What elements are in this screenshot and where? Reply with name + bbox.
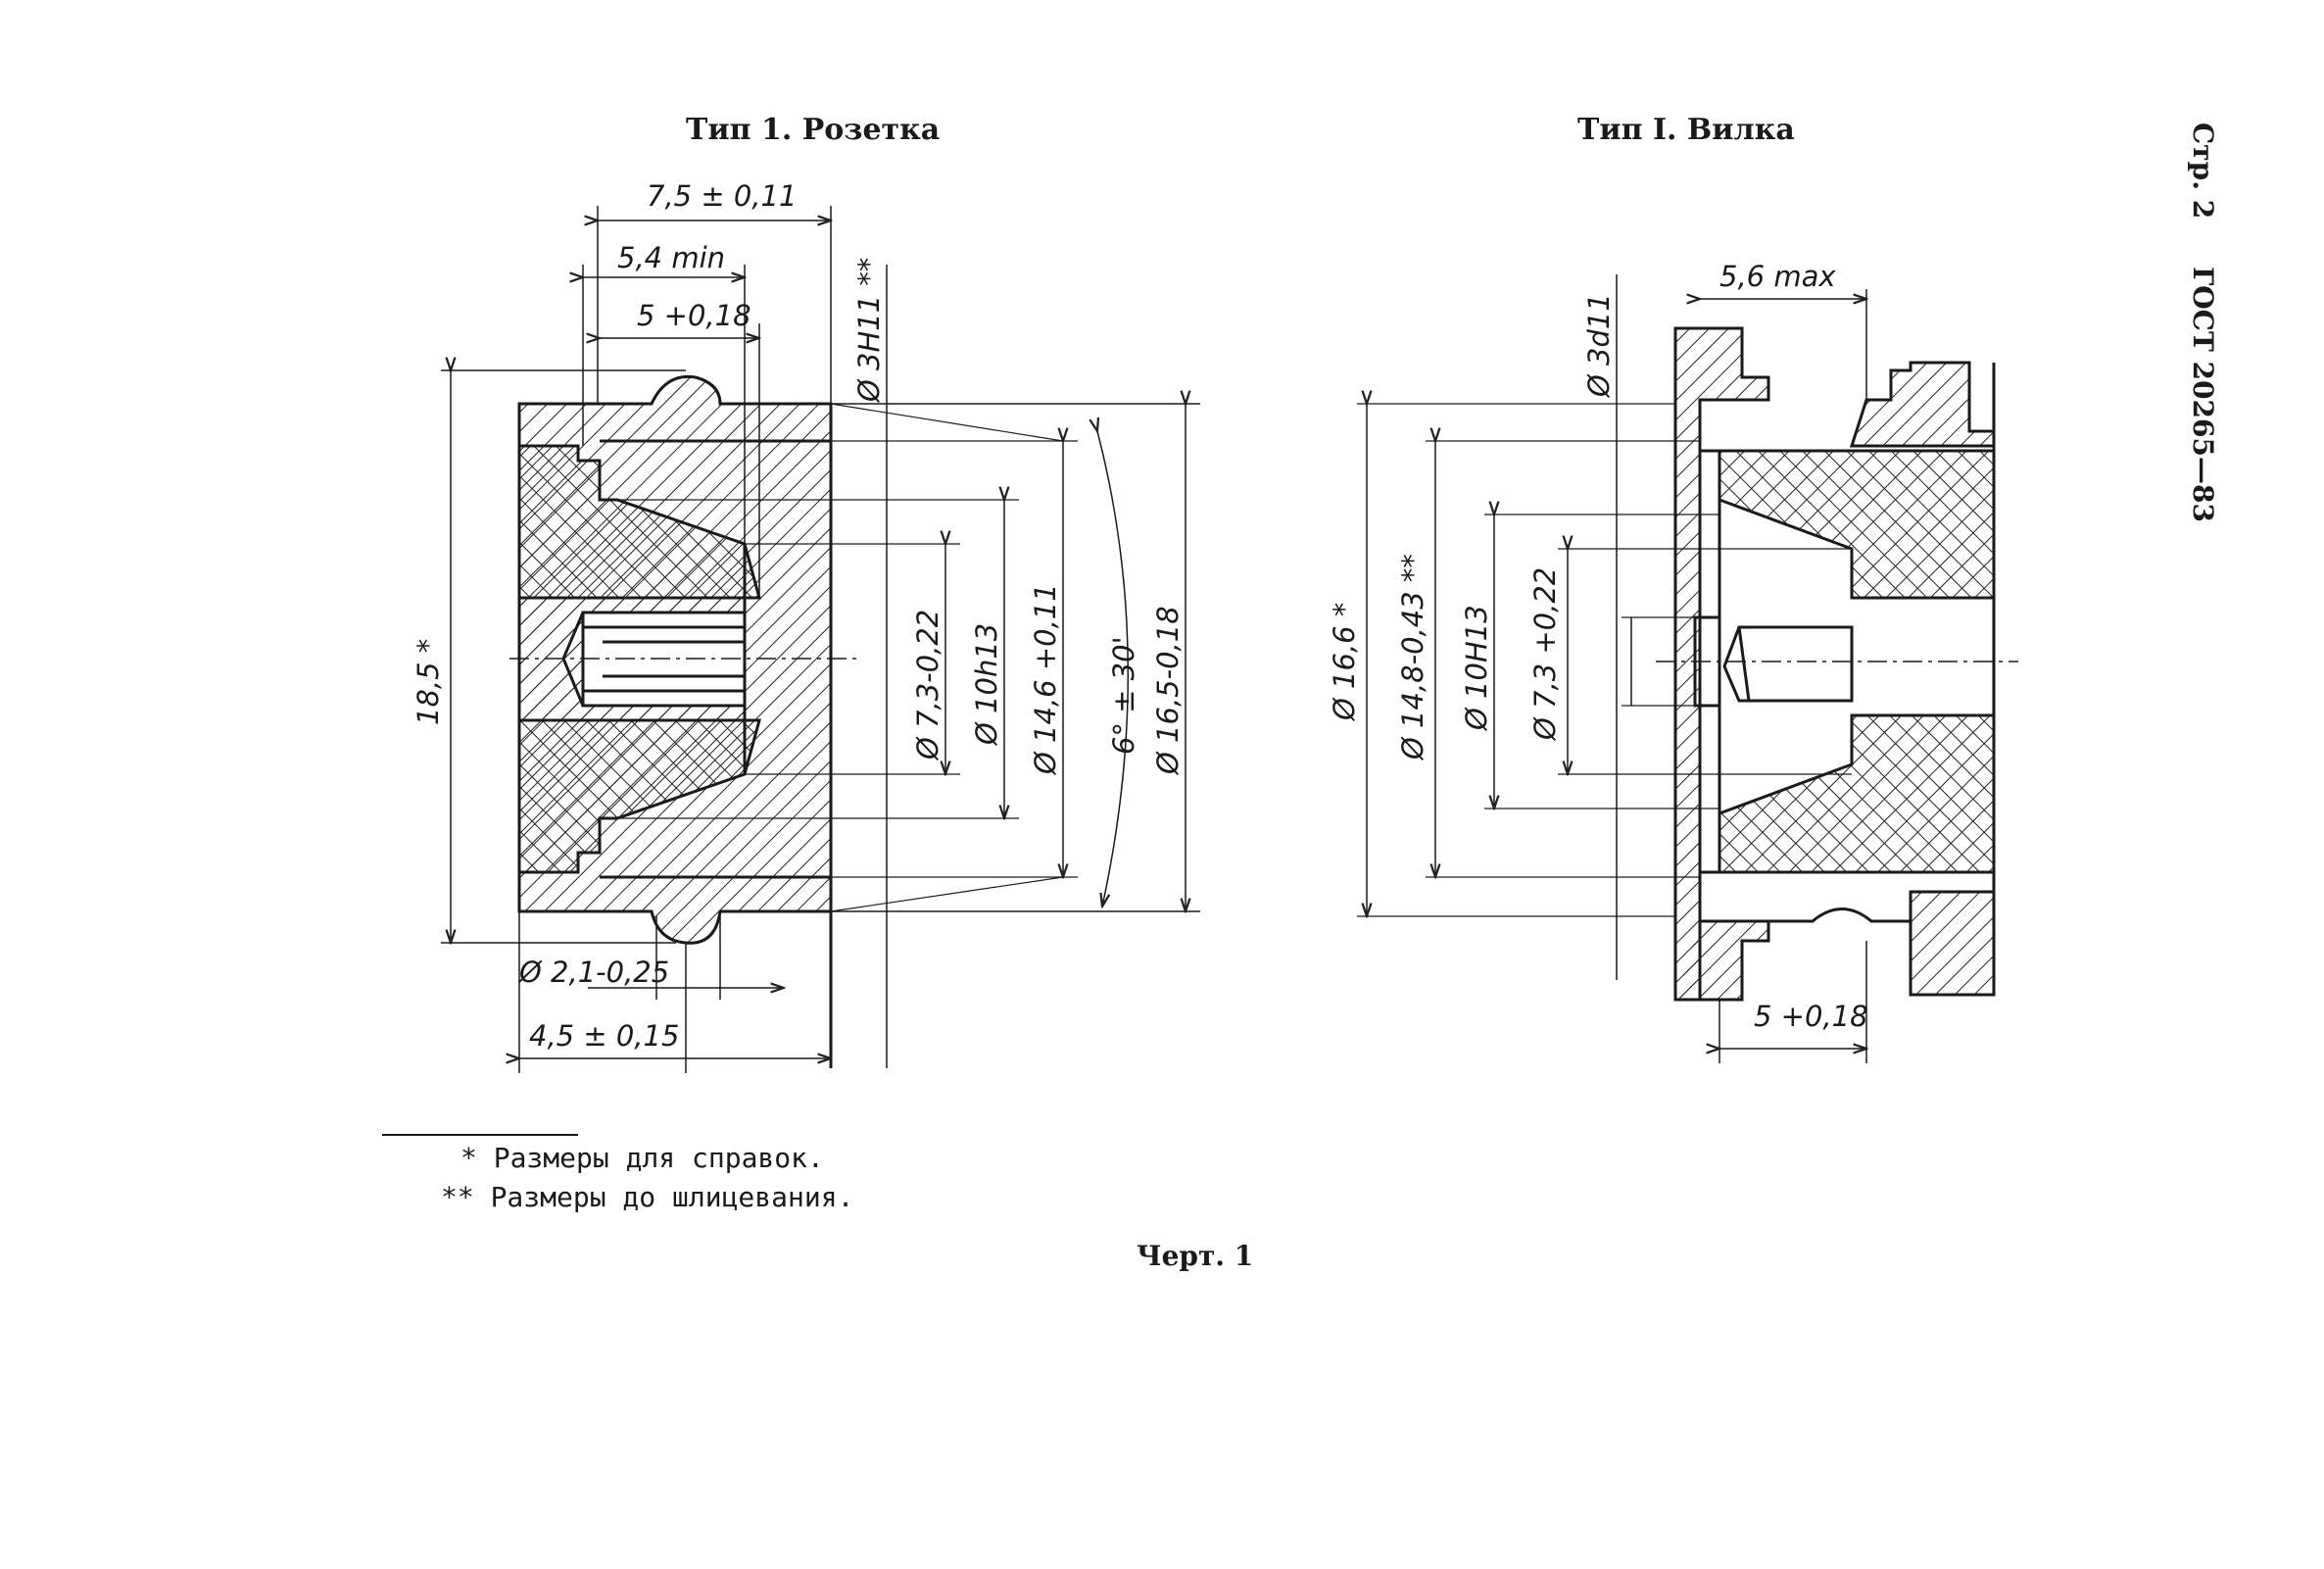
dim-16-6: Ø 16,6 *: [1328, 602, 1361, 720]
left-title: Тип 1. Розетка: [686, 113, 941, 147]
dim-10h13: Ø 10h13: [970, 622, 1003, 745]
note-before-slotting: ** Размеры до шлицевания.: [441, 1181, 854, 1213]
dim-5-right: 5 +0,18: [1754, 1000, 1868, 1033]
dim-2-1: Ø 2,1-0,25: [519, 956, 670, 989]
dim-5-6-max: 5,6 max: [1719, 260, 1836, 293]
dim-angle: 6° ± 30': [1107, 636, 1140, 755]
dim-3h11: Ø 3H11 **: [852, 257, 886, 402]
dim-16-5: Ø 16,5-0,18: [1151, 606, 1185, 774]
dim-7-3-right: Ø 7,3 +0,22: [1528, 566, 1562, 740]
page-number: Стр. 2: [2187, 123, 2219, 220]
figure-label: Черт. 1: [1137, 1240, 1254, 1272]
standard-number: ГОСТ 20265—83: [2187, 266, 2219, 522]
dim-10h13-right: Ø 10H13: [1460, 605, 1493, 730]
right-title: Тип I. Вилка: [1577, 113, 1795, 147]
note-reference: * Размеры для справок.: [460, 1142, 824, 1174]
dim-14-6: Ø 14,6 +0,11: [1029, 583, 1062, 774]
dim-5: 5 +0,18: [637, 299, 751, 332]
dim-5-4-min: 5,4 min: [617, 241, 726, 274]
dim-18-5: 18,5 *: [412, 638, 445, 725]
page-header: Стр. 2 ГОСТ 20265—83: [2187, 123, 2219, 522]
dim-4-5: 4,5 ± 0,15: [529, 1019, 680, 1053]
dim-3d11: Ø 3d11: [1582, 293, 1616, 397]
dim-7-3: Ø 7,3-0,22: [911, 609, 944, 760]
dim-14-8: Ø 14,8-0,43 **: [1396, 554, 1429, 760]
dim-7-5: 7,5 ± 0,11: [647, 179, 798, 213]
